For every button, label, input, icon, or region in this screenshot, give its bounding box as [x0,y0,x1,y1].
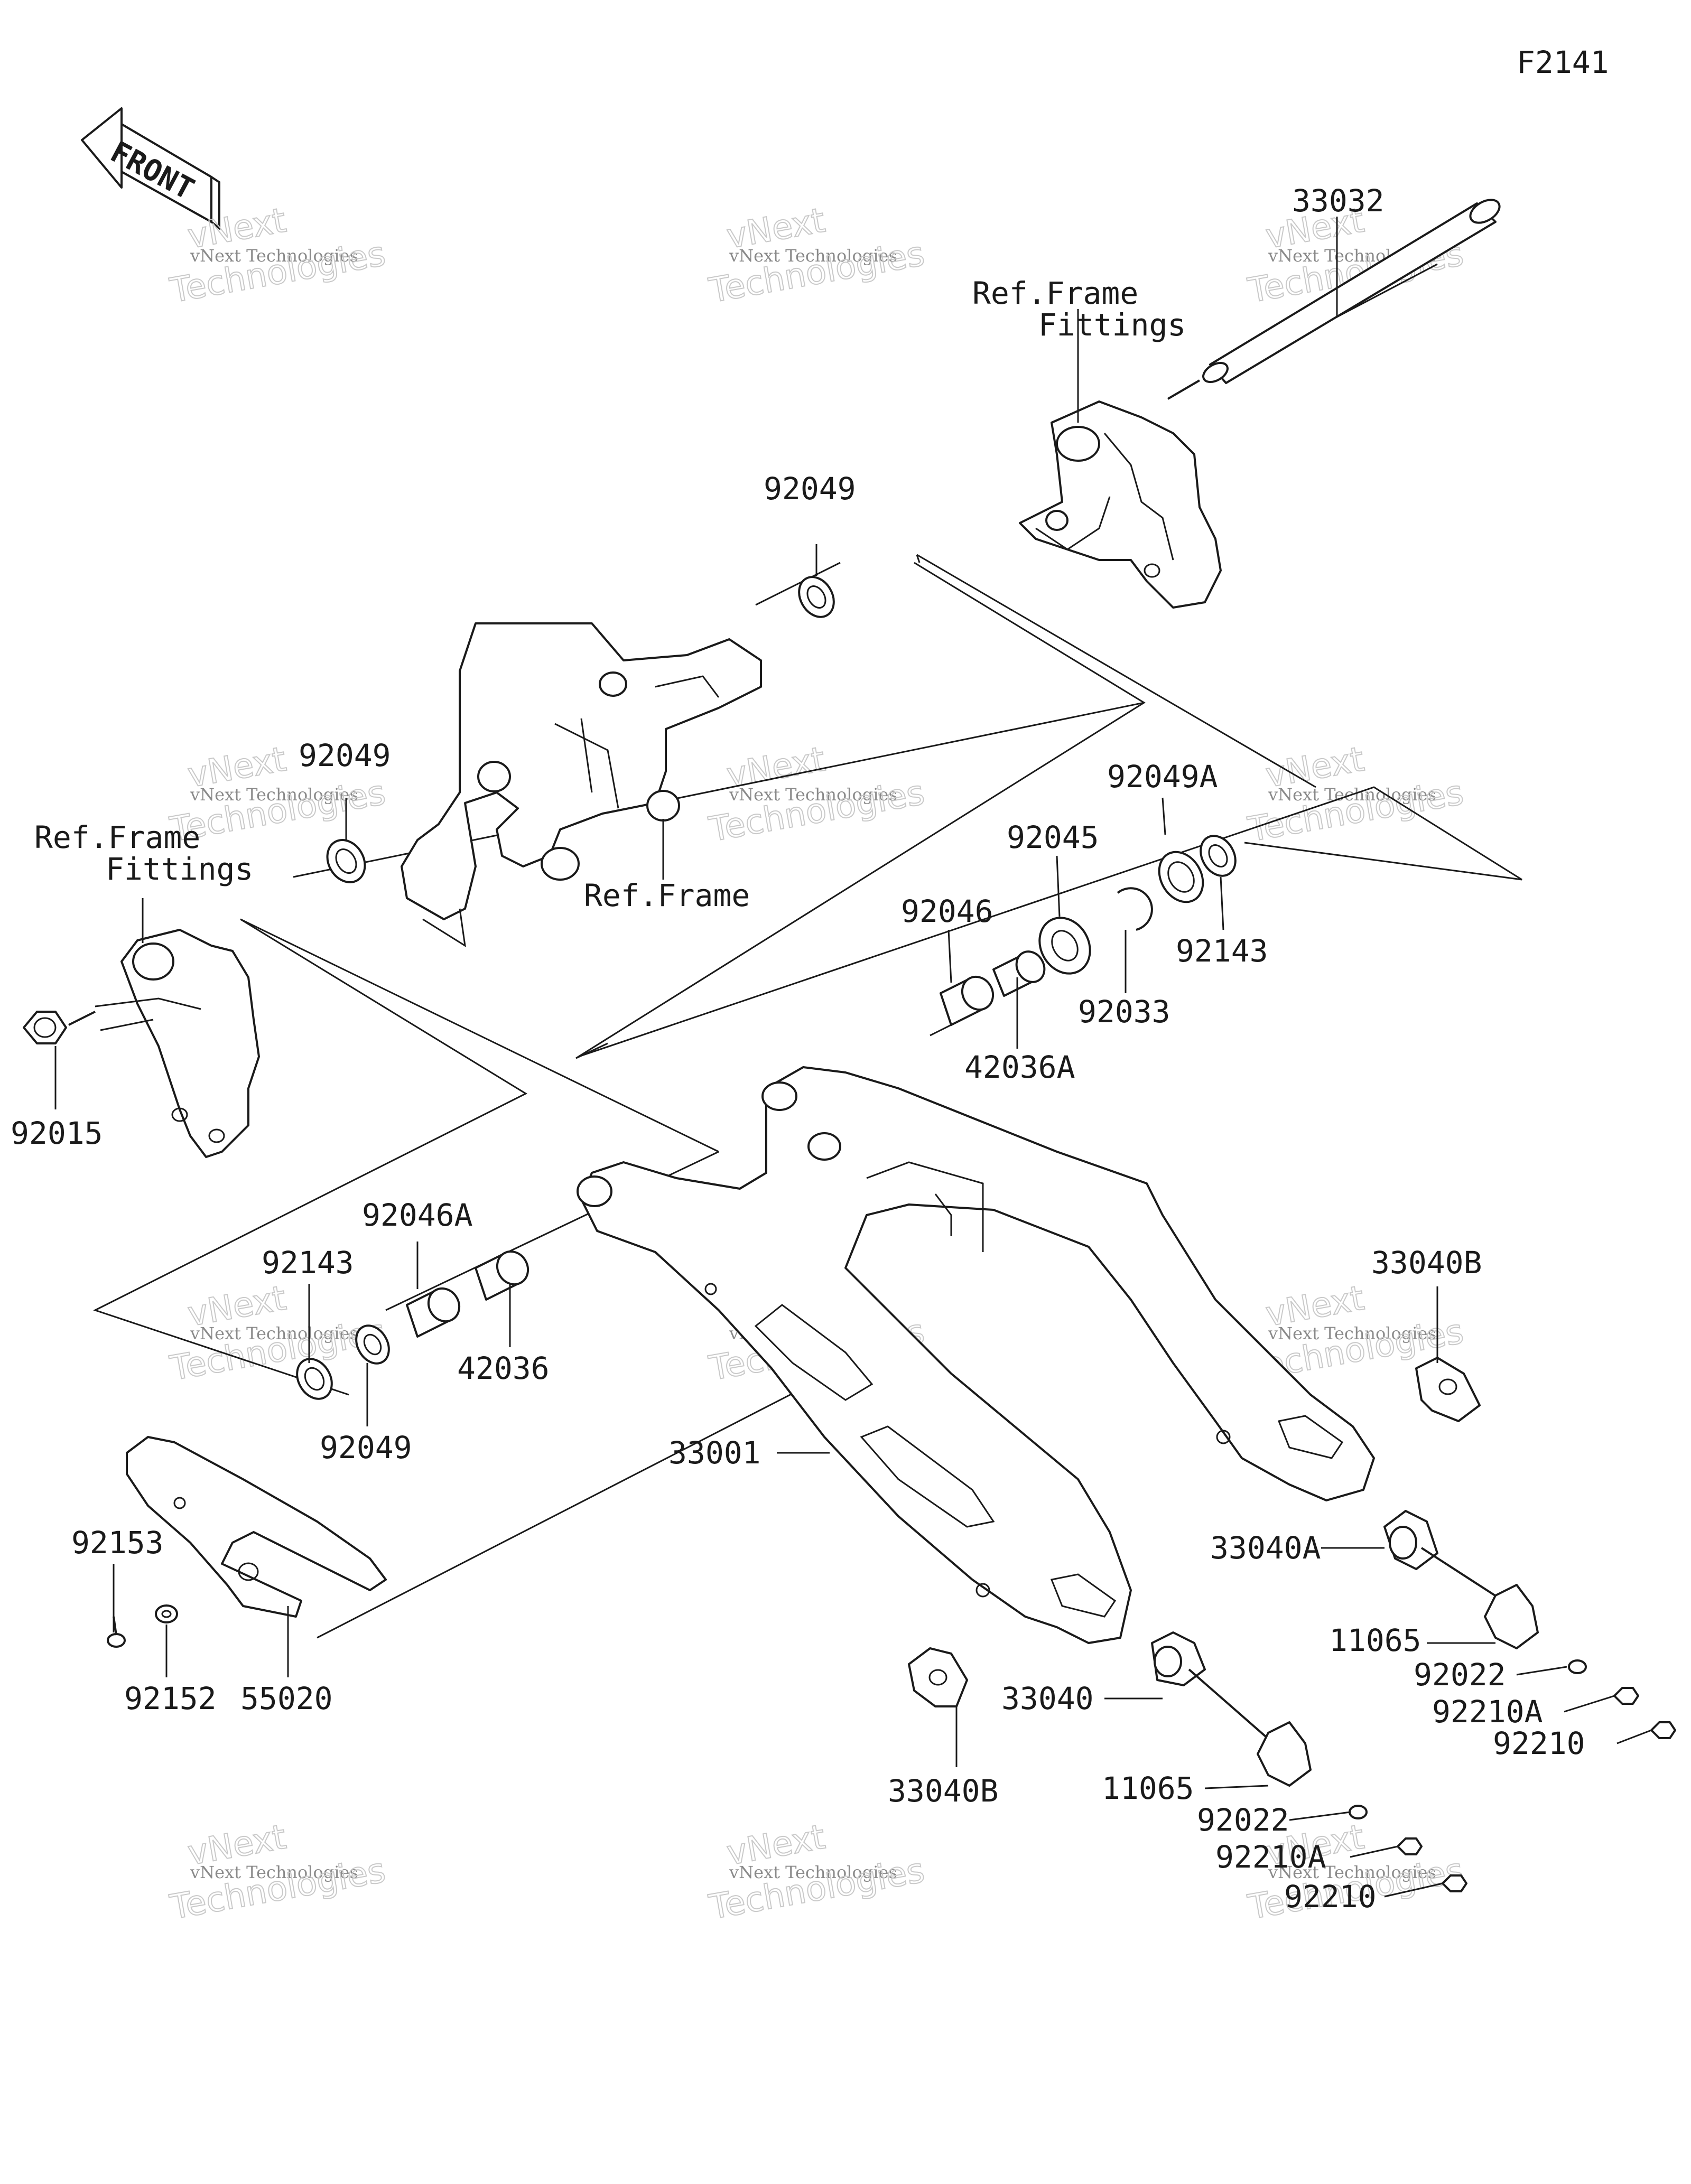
svg-text:vNext Technologies: vNext Technologies [190,246,358,266]
label-92153: 92153 [71,1525,164,1561]
adjuster-33040B-bottom [908,1647,968,1707]
label-92046A: 92046A [362,1197,473,1233]
label-11065-bottom: 11065 [1102,1770,1194,1806]
bearing-stack-right [930,835,1237,1037]
label-33040B-bottom: 33040B [888,1773,999,1809]
label-92210A-right: 92210A [1432,1694,1543,1730]
label-33032: 33032 [1292,183,1385,219]
svg-text:vNext Technologies: vNext Technologies [1268,1862,1436,1882]
diagram-code: F2141 [1517,44,1609,80]
label-92152: 92152 [124,1681,217,1716]
svg-text:vNext Technologies: vNext Technologies [190,785,358,805]
label-92210-bottom: 92210 [1284,1879,1377,1915]
label-92015: 92015 [11,1115,103,1151]
washer-92049-left [326,839,366,883]
label-92049A: 92049A [1107,759,1218,795]
label-42036A: 42036A [964,1049,1075,1085]
frame-fitting-left [95,929,260,1158]
label-11065-right: 11065 [1329,1622,1421,1658]
nuts-right [1568,1659,1676,1739]
label-ref-frame: Ref.Frame [584,878,750,913]
label-92210A-bottom: 92210A [1215,1839,1326,1875]
bolt-92153 [107,1616,126,1648]
frame-fitting-right [1019,400,1222,609]
label-92143-right: 92143 [1176,933,1268,969]
label-ref-frame-fittings-left-2: Fittings [106,851,253,887]
label-55020: 55020 [240,1681,333,1716]
label-33040: 33040 [1001,1681,1094,1716]
bearing-stack-left [296,1250,529,1400]
svg-text:vNext Technologies: vNext Technologies [1268,1323,1436,1343]
washer-92152 [155,1604,178,1623]
label-92033: 92033 [1078,994,1170,1030]
chain-cover [126,1436,387,1618]
pivot-shaft [1167,199,1501,400]
label-ref-frame-fittings-left-1: Ref.Frame [34,819,200,855]
label-42036: 42036 [457,1350,550,1386]
svg-text:vNext Technologies: vNext Technologies [729,246,897,266]
label-92049-bottom: 92049 [320,1430,412,1466]
adjuster-33040B-right [1415,1357,1481,1422]
svg-text:vNext Technologies: vNext Technologies [729,785,897,805]
front-arrow-icon: FRONT [81,107,220,231]
label-92049-left: 92049 [299,738,391,773]
part-labels: 33032 Ref.Frame Fittings 92049 92049 Ref… [11,183,1585,1915]
label-92210-right: 92210 [1493,1725,1585,1761]
label-92046: 92046 [901,893,993,929]
svg-text:vNext Technologies: vNext Technologies [729,1862,897,1882]
leader-lines [54,217,1652,1898]
label-33001: 33001 [668,1435,761,1471]
label-92143-left: 92143 [262,1245,354,1281]
svg-text:vNext Technologies: vNext Technologies [190,1862,358,1882]
svg-text:vNext Technologies: vNext Technologies [190,1323,358,1343]
label-ref-frame-fittings-right-1: Ref.Frame [972,275,1138,311]
washer-92049-top [798,576,835,618]
nut-92015 [23,1011,96,1044]
label-33040A: 33040A [1210,1530,1321,1566]
label-92022-right: 92022 [1414,1657,1506,1693]
label-92045: 92045 [1007,819,1099,855]
swingarm [577,1066,1375,1644]
block-11065-bottom [1257,1721,1312,1787]
adjuster-33040 [1151,1631,1275,1744]
frame-section [401,622,762,947]
label-92022-bottom: 92022 [1197,1802,1289,1838]
label-ref-frame-fittings-right-2: Fittings [1038,307,1186,343]
adjuster-33040A [1383,1510,1512,1607]
label-33040B-right: 33040B [1371,1245,1482,1281]
label-92049-top: 92049 [764,471,856,507]
block-11065-right [1484,1584,1539,1649]
